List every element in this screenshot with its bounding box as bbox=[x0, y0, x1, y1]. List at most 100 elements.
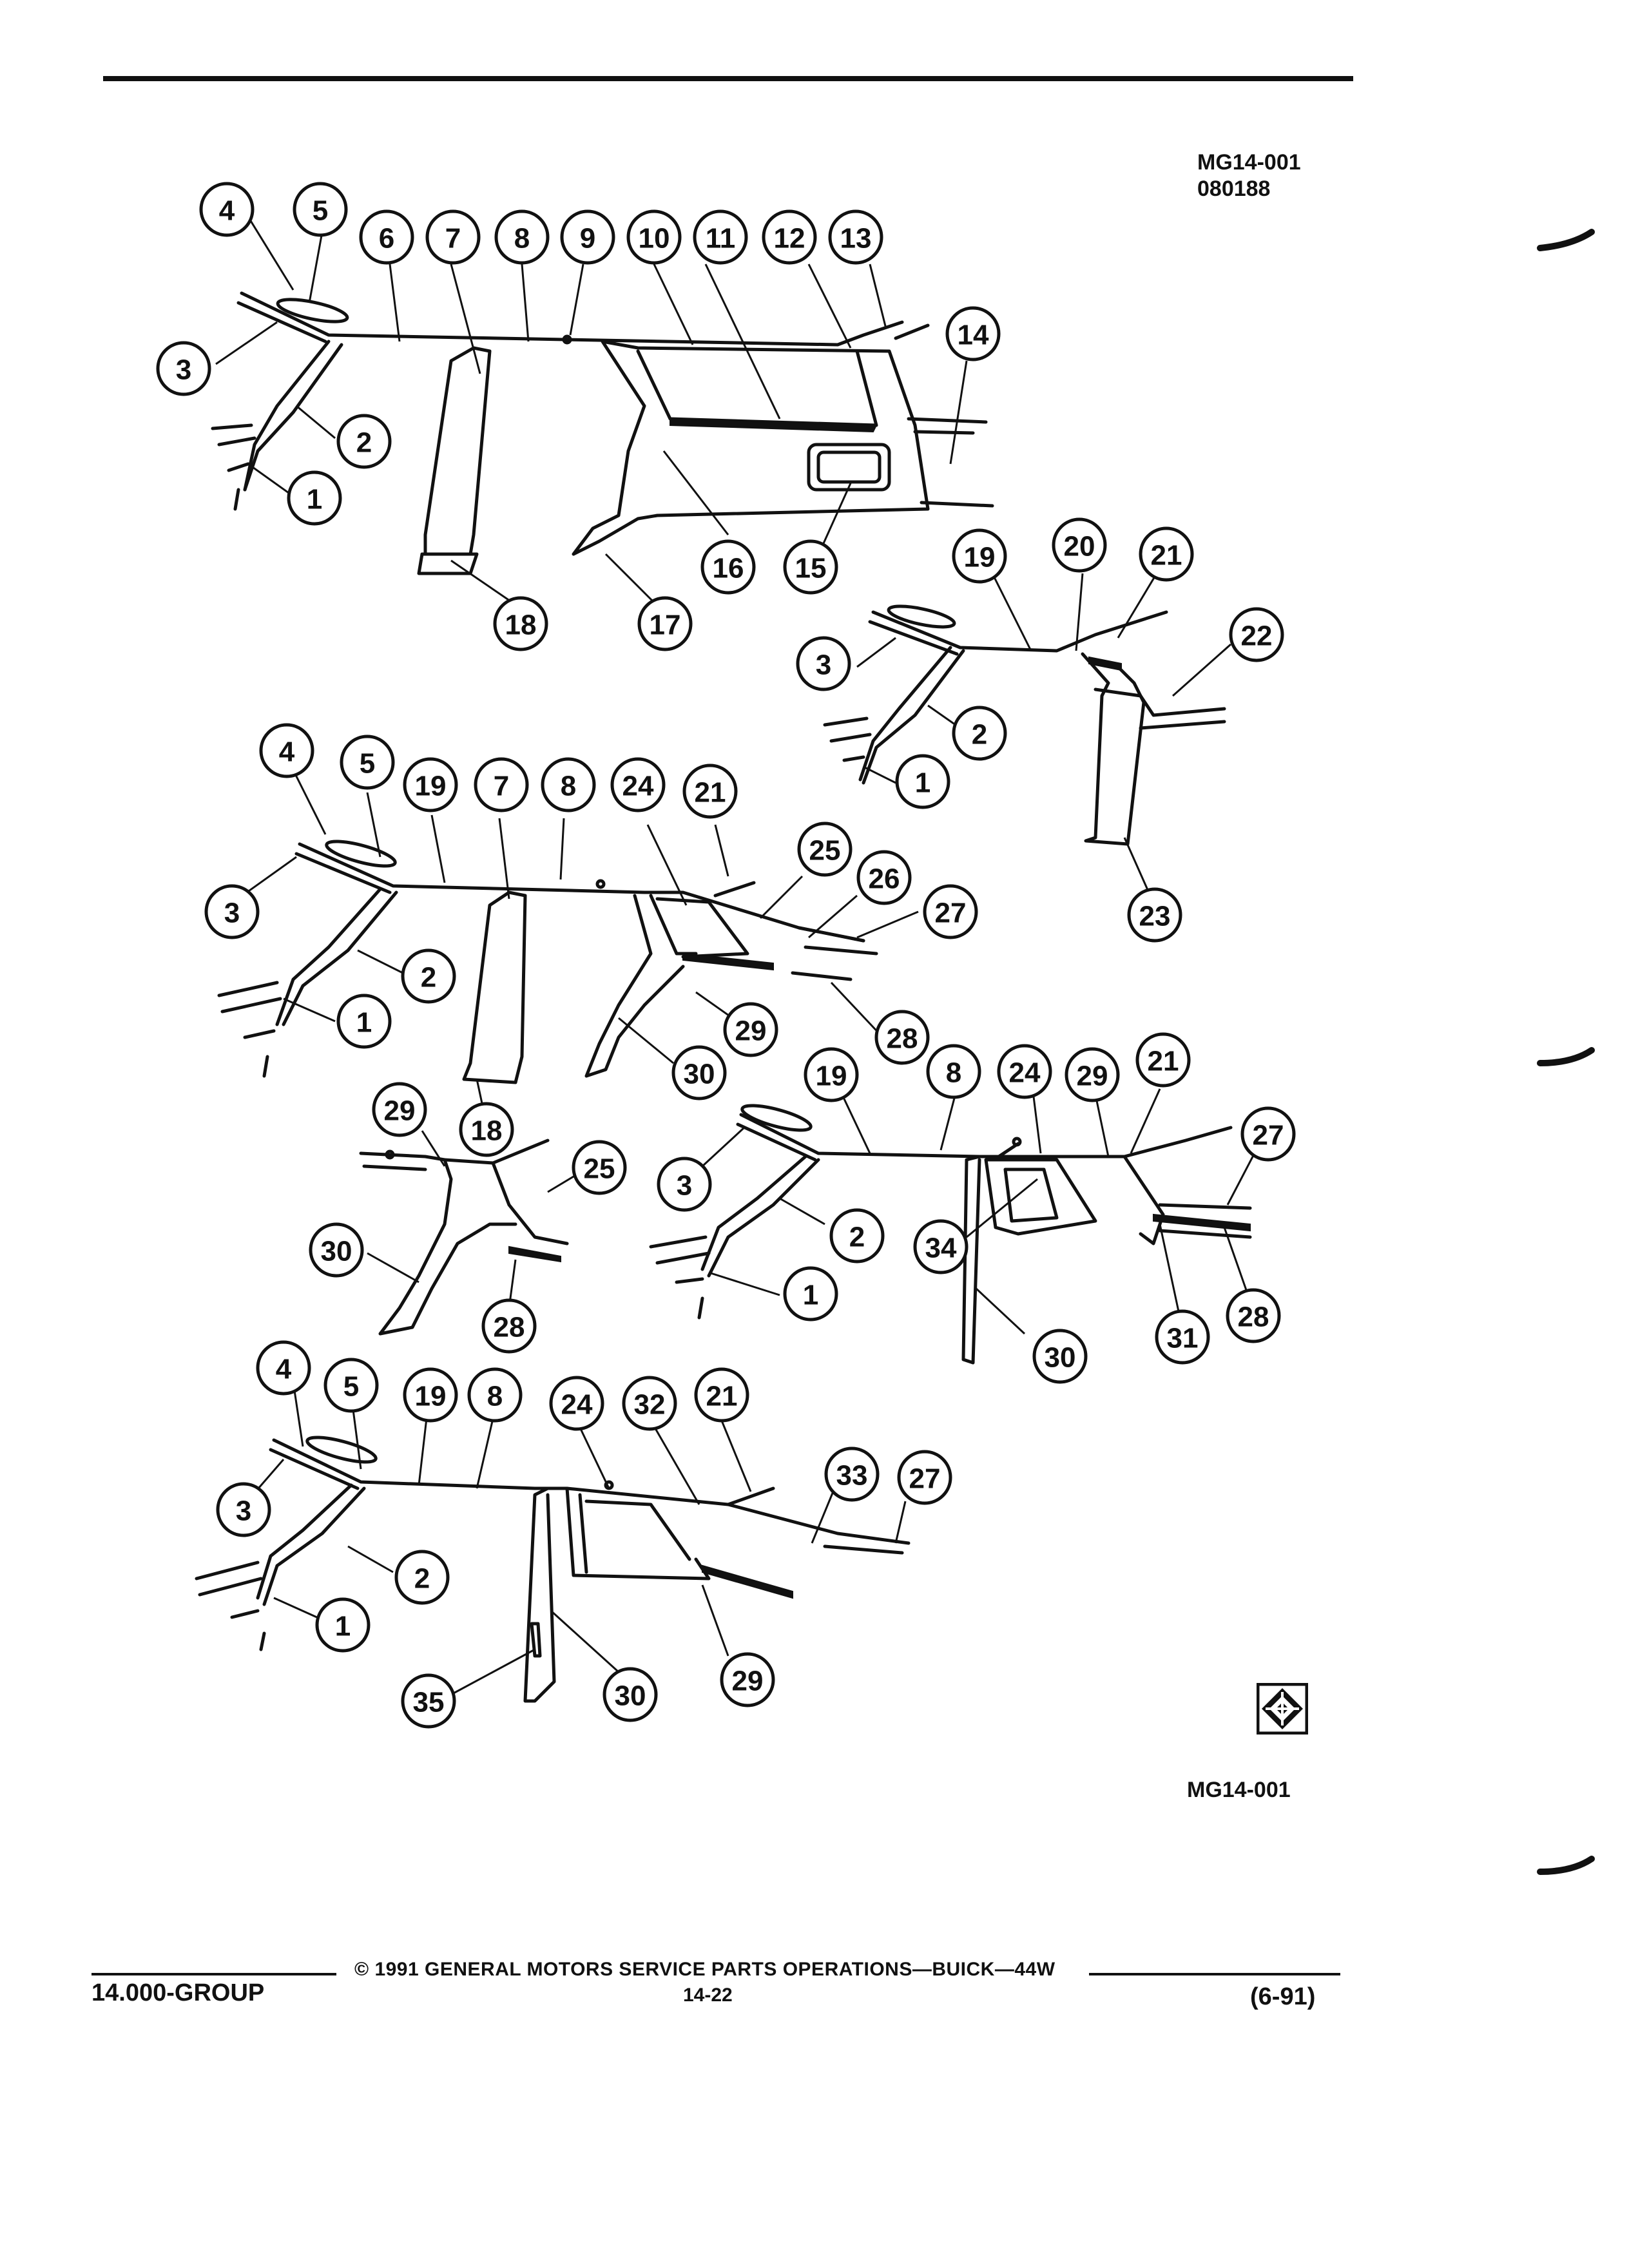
top-rule bbox=[103, 76, 1353, 81]
callout-number: 10 bbox=[639, 223, 670, 255]
callout-number: 24 bbox=[561, 1389, 593, 1421]
callout-number: 30 bbox=[321, 1236, 352, 1267]
callout-number: 5 bbox=[313, 195, 328, 227]
view-f-parts bbox=[195, 1436, 911, 1703]
callout-number: 8 bbox=[487, 1381, 503, 1412]
callout-number: 5 bbox=[343, 1371, 359, 1403]
view-b-parts bbox=[823, 604, 1226, 846]
revision-date: (6-91) bbox=[1250, 1983, 1316, 2010]
callout-b5: 3 bbox=[796, 636, 851, 691]
callout-number: 17 bbox=[650, 610, 681, 641]
callout-circle bbox=[829, 1208, 885, 1264]
callout-circle bbox=[459, 1102, 514, 1157]
callout-b8: 23 bbox=[1127, 887, 1182, 943]
callout-circle bbox=[895, 754, 950, 809]
callout-number: 19 bbox=[415, 771, 447, 802]
callout-number: 6 bbox=[379, 223, 394, 255]
callout-c1: 4 bbox=[259, 723, 314, 778]
callout-number: 35 bbox=[413, 1687, 445, 1718]
callout-e7: 3 bbox=[657, 1157, 712, 1212]
callout-c11: 3 bbox=[204, 884, 260, 939]
callout-number: 2 bbox=[414, 1563, 430, 1595]
callout-circle bbox=[637, 596, 693, 651]
callout-circle bbox=[401, 948, 456, 1004]
callout-number: 29 bbox=[384, 1095, 416, 1127]
callout-circle bbox=[828, 209, 883, 265]
callout-number: 2 bbox=[972, 719, 987, 751]
callout-number: 18 bbox=[505, 610, 537, 641]
callout-number: 28 bbox=[887, 1023, 918, 1055]
callout-e11: 30 bbox=[1032, 1329, 1088, 1384]
binder-mark bbox=[1537, 229, 1595, 251]
callout-e13: 28 bbox=[1226, 1288, 1281, 1343]
callout-number: 8 bbox=[946, 1057, 961, 1089]
callout-e1: 19 bbox=[804, 1047, 859, 1102]
callout-a18: 17 bbox=[637, 596, 693, 651]
callout-number: 33 bbox=[836, 1460, 868, 1492]
callout-circle bbox=[622, 1376, 677, 1431]
callout-d4: 28 bbox=[481, 1298, 537, 1354]
callout-circle bbox=[1052, 517, 1107, 573]
callout-a9: 12 bbox=[762, 209, 817, 265]
callout-a14: 1 bbox=[287, 470, 342, 526]
callout-number: 5 bbox=[360, 748, 375, 780]
callout-e9: 34 bbox=[913, 1219, 969, 1274]
callout-circle bbox=[401, 1673, 456, 1729]
callout-number: 32 bbox=[634, 1389, 666, 1421]
callout-d3: 30 bbox=[309, 1222, 364, 1278]
callout-number: 2 bbox=[849, 1222, 865, 1253]
callout-circle bbox=[359, 209, 414, 265]
view-d-parts bbox=[359, 1139, 569, 1336]
callout-circle bbox=[997, 1044, 1052, 1099]
callout-circle bbox=[293, 182, 348, 237]
callout-b2: 20 bbox=[1052, 517, 1107, 573]
callout-number: 25 bbox=[584, 1153, 615, 1185]
callout-number: 19 bbox=[415, 1381, 447, 1412]
callout-c3: 19 bbox=[403, 757, 458, 812]
callout-a15: 16 bbox=[700, 539, 756, 595]
callout-circle bbox=[1127, 887, 1182, 943]
callout-circle bbox=[694, 1367, 749, 1423]
callout-circle bbox=[403, 1367, 458, 1423]
callout-number: 8 bbox=[514, 223, 530, 255]
callout-number: 2 bbox=[421, 962, 436, 994]
callout-number: 28 bbox=[494, 1312, 525, 1343]
callout-circle bbox=[572, 1140, 627, 1195]
callout-c15: 28 bbox=[874, 1010, 930, 1065]
callout-circle bbox=[204, 884, 260, 939]
callout-number: 29 bbox=[1077, 1061, 1108, 1092]
callout-c7: 21 bbox=[682, 764, 738, 819]
callout-c16: 30 bbox=[671, 1045, 727, 1100]
callout-c10: 27 bbox=[923, 884, 978, 939]
callout-f3: 19 bbox=[403, 1367, 458, 1423]
callout-circle bbox=[952, 528, 1007, 584]
callout-number: 21 bbox=[1148, 1046, 1179, 1077]
callout-circle bbox=[824, 1446, 880, 1502]
callout-e4: 29 bbox=[1065, 1047, 1120, 1102]
callout-circle bbox=[336, 414, 392, 469]
callout-number: 1 bbox=[803, 1280, 818, 1311]
callout-a10: 13 bbox=[828, 209, 883, 265]
callout-number: 1 bbox=[915, 767, 930, 799]
callout-number: 34 bbox=[925, 1233, 957, 1264]
footer-rule-right bbox=[1089, 1973, 1340, 1975]
view-d-leaders bbox=[367, 1130, 581, 1309]
callout-f11: 2 bbox=[394, 1550, 450, 1605]
callout-f7: 21 bbox=[694, 1367, 749, 1423]
callout-circle bbox=[1139, 526, 1194, 582]
callout-number: 3 bbox=[816, 649, 831, 681]
callout-circle bbox=[493, 596, 548, 651]
binder-mark bbox=[1537, 1047, 1595, 1066]
callout-circle bbox=[693, 209, 748, 265]
callout-number: 13 bbox=[840, 223, 872, 255]
figure-code: MG14-001 bbox=[1197, 150, 1301, 175]
callout-number: 27 bbox=[935, 898, 967, 929]
callout-circle bbox=[796, 636, 851, 691]
callout-number: 2 bbox=[356, 427, 372, 459]
callout-number: 26 bbox=[869, 863, 900, 895]
callout-number: 30 bbox=[615, 1680, 646, 1712]
callout-circle bbox=[610, 757, 666, 812]
callout-circle bbox=[762, 209, 817, 265]
callout-number: 4 bbox=[276, 1354, 292, 1385]
callout-a2: 5 bbox=[293, 182, 348, 237]
